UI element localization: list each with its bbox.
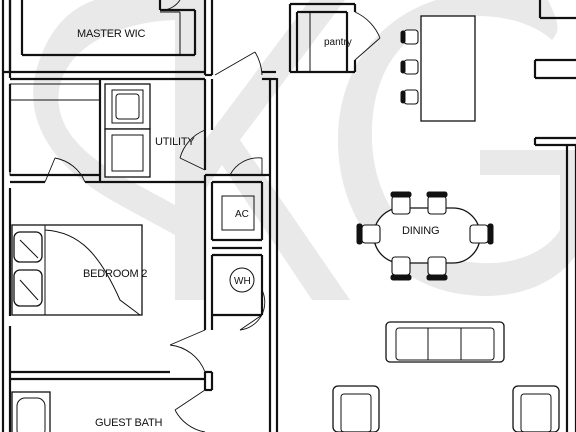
door-bedroom2 (44, 157, 86, 183)
label-wh: WH (234, 276, 251, 287)
watermark-letter-k (175, 0, 350, 300)
label-master-wic: MASTER WIC (77, 28, 146, 40)
ac-unit (221, 195, 255, 231)
dining-chair (390, 191, 412, 215)
sofa-frame (385, 321, 505, 363)
mechanical (221, 195, 255, 293)
island-counter (420, 15, 476, 122)
door-utility (179, 129, 206, 171)
armchair-left (332, 385, 380, 432)
door-pantry (354, 11, 381, 61)
label-guest-bath: GUEST BATH (95, 417, 163, 429)
stool (400, 29, 419, 45)
dining-chair (356, 223, 381, 245)
dining-chair (426, 191, 448, 215)
label-dining: DINING (402, 225, 439, 237)
door-corridor-top (214, 51, 263, 76)
dining-chair (426, 256, 448, 281)
dining-chair (390, 256, 412, 281)
armchair-right (512, 385, 560, 432)
door-ac-closet (229, 157, 263, 176)
label-bedroom2: BEDROOM 2 (83, 268, 147, 280)
bathtub (11, 391, 51, 432)
master-wic-shelves (21, 0, 181, 55)
stool (400, 59, 419, 75)
door-bedroom-corridor (169, 329, 206, 373)
watermark-letter-s (33, 0, 176, 235)
water-heater (229, 267, 255, 293)
label-utility: UTILITY (155, 136, 195, 148)
door-wh-closet (239, 289, 266, 331)
laundry (9, 83, 151, 178)
door-guest-bath (174, 389, 206, 432)
tub-outer (11, 391, 51, 432)
sofa (385, 321, 505, 363)
label-pantry: pantry (324, 37, 352, 48)
doors (44, 0, 381, 432)
stool (400, 89, 419, 105)
kitchen-island (400, 15, 476, 122)
bed (11, 224, 143, 316)
pillow-2 (13, 269, 43, 307)
label-ac: AC (235, 209, 249, 220)
utility-shelf (9, 83, 101, 176)
door-master-wic (159, 0, 181, 11)
dining-chair (469, 223, 494, 245)
dining-set (356, 191, 494, 281)
tub-inner (16, 397, 46, 432)
